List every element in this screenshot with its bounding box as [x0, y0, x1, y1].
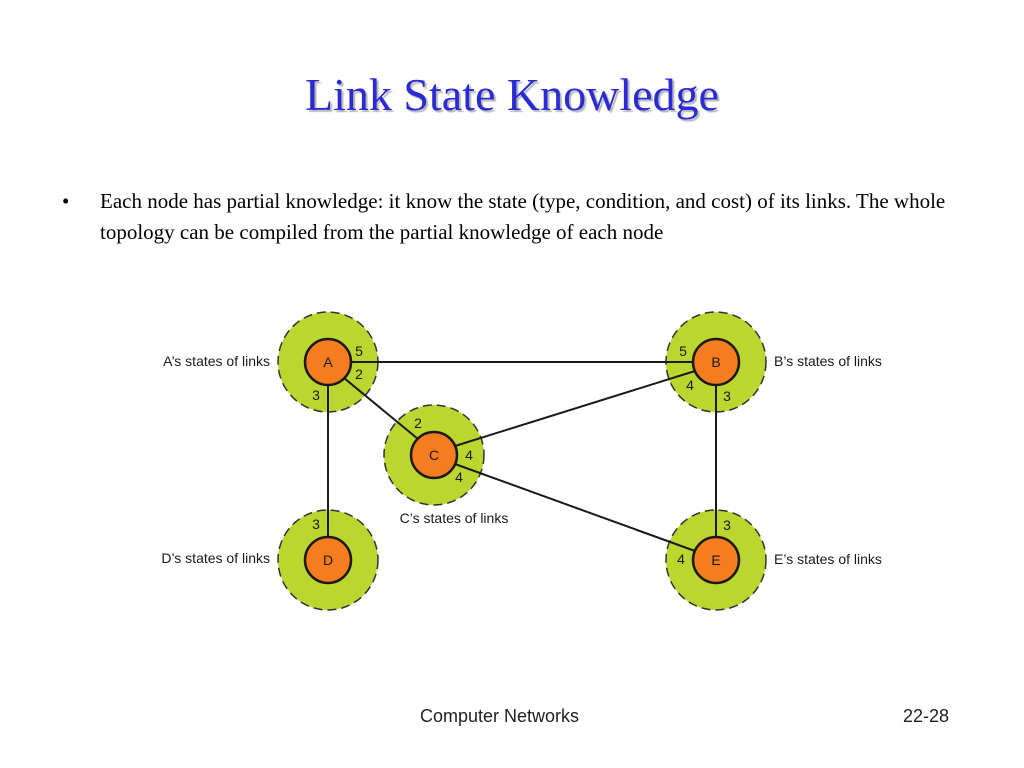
cost-c-a: 2	[414, 415, 422, 431]
caption-d: D’s states of links	[161, 550, 270, 566]
cost-a-b: 5	[355, 343, 363, 359]
caption-b: B’s states of links	[774, 353, 882, 369]
cost-e-c: 4	[677, 551, 685, 567]
link-b-c	[454, 370, 696, 447]
cost-a-d: 3	[312, 387, 320, 403]
cost-b-e: 3	[723, 388, 731, 404]
node-a	[303, 337, 353, 387]
cost-b-c: 4	[686, 377, 694, 393]
node-b-label: B	[711, 354, 720, 370]
node-b	[691, 337, 741, 387]
node-c	[409, 430, 459, 480]
cost-a-c: 2	[355, 366, 363, 382]
bullet-marker: •	[62, 189, 70, 213]
cost-c-e: 4	[455, 469, 463, 485]
node-c-label: C	[429, 447, 439, 463]
caption-c: C’s states of links	[400, 510, 509, 526]
node-d-label: D	[323, 552, 333, 568]
cost-c-b: 4	[465, 447, 473, 463]
cost-b-a: 5	[679, 343, 687, 359]
node-e	[691, 535, 741, 585]
footer-page-number: 22-28	[903, 706, 950, 726]
footer-course: Computer Networks	[420, 706, 580, 726]
node-a-label: A	[323, 354, 333, 370]
node-d	[303, 535, 353, 585]
links	[327, 361, 717, 552]
link-c-e	[454, 463, 696, 552]
cost-d-a: 3	[312, 516, 320, 532]
cost-e-b: 3	[723, 517, 731, 533]
caption-a: A’s states of links	[163, 353, 270, 369]
link-a-c	[343, 377, 419, 440]
slide-title: Link State Knowledge	[305, 69, 719, 120]
node-e-label: E	[711, 552, 720, 568]
caption-e: E’s states of links	[774, 551, 882, 567]
bullet-text: Each node has partial knowledge: it know…	[100, 189, 946, 244]
